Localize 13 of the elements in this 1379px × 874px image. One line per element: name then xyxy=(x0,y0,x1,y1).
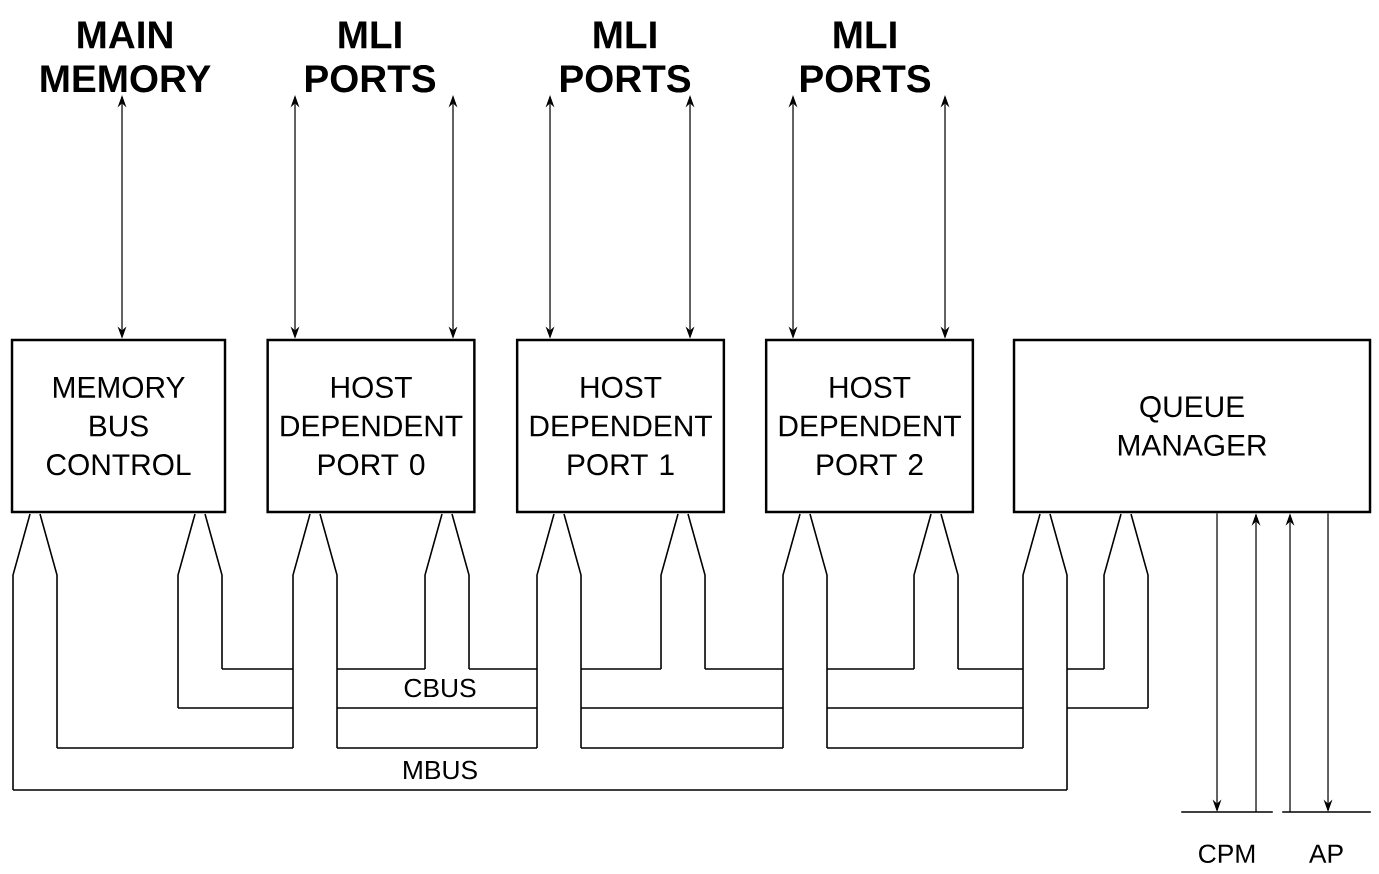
bus-label: MLI PORTS xyxy=(561,21,691,93)
bus-label: MLI PORTS xyxy=(801,21,931,93)
bus-label: MLI PORTS xyxy=(306,21,436,93)
block-box: HOST DEPENDENT PORT 2 xyxy=(764,338,975,514)
bus-label: MAIN MEMORY xyxy=(41,21,211,93)
bus-label: MBUS xyxy=(398,757,482,783)
bus-label: CPM xyxy=(1180,811,1274,864)
block-box: HOST DEPENDENT PORT 1 xyxy=(515,338,726,514)
block-box: QUEUE MANAGER xyxy=(1012,338,1372,514)
bus-label: AP xyxy=(1281,811,1372,863)
bus-label: CBUS xyxy=(399,675,481,701)
block-box: MEMORY BUS CONTROL xyxy=(10,338,227,514)
block-box: HOST DEPENDENT PORT 0 xyxy=(266,338,476,514)
